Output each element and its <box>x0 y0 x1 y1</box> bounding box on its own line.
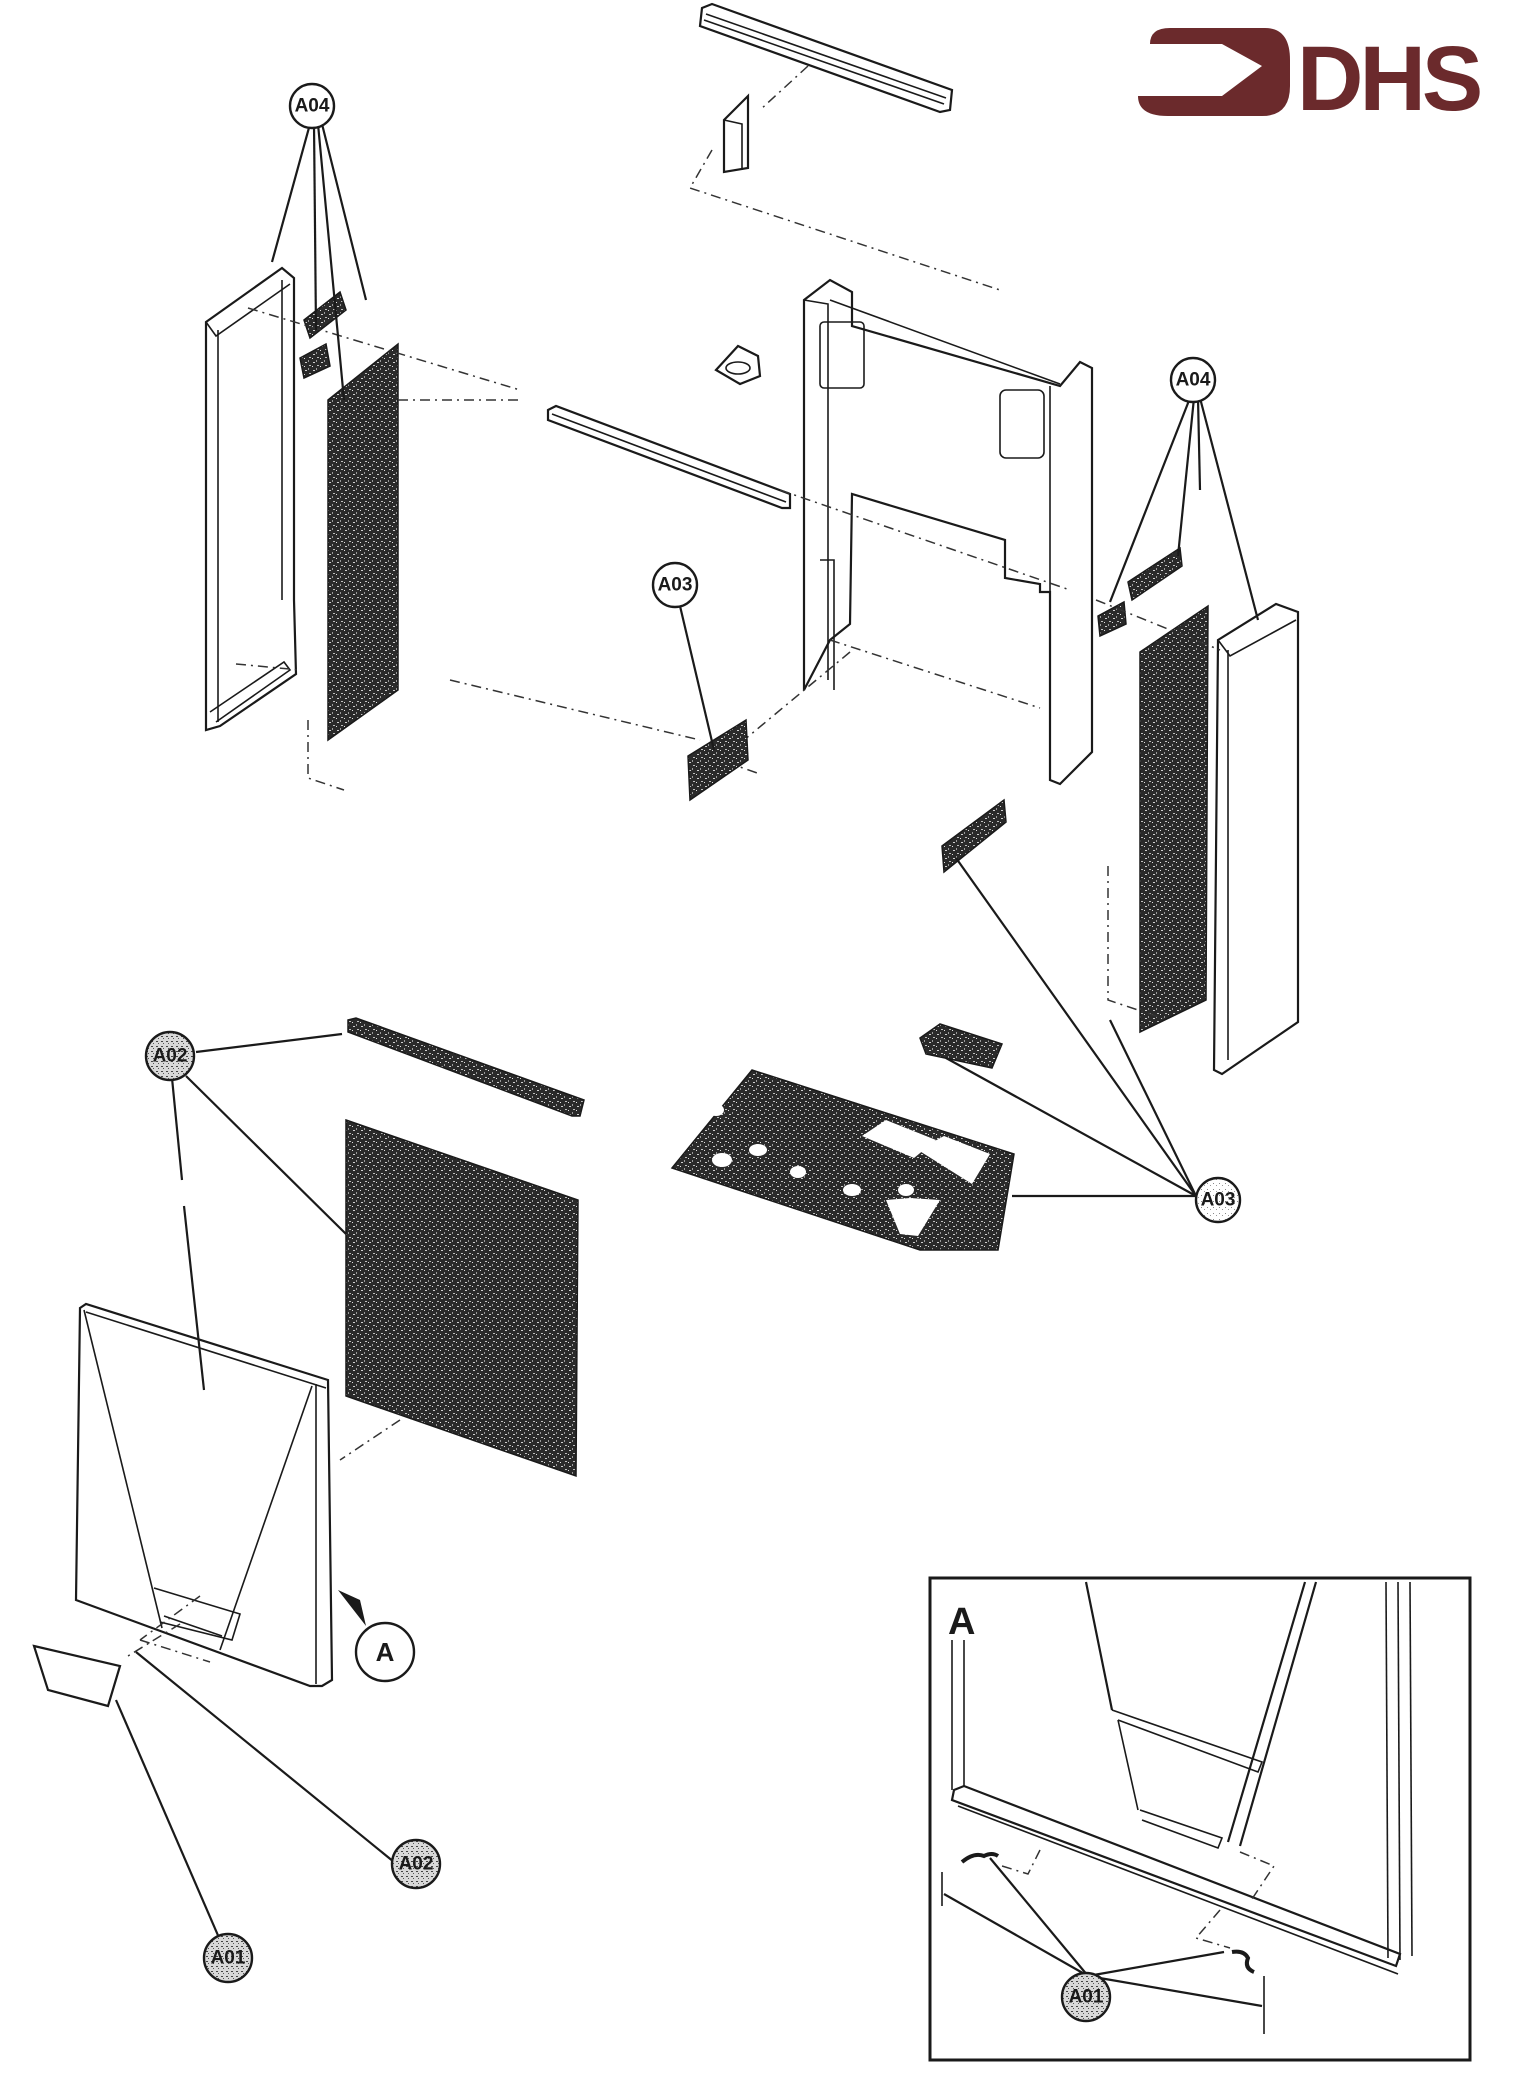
left-side-panel <box>204 266 298 732</box>
callout-a02-lower: A02 <box>390 1838 442 1890</box>
a02-top-foam-strip <box>347 1017 585 1117</box>
a03-right-foam-strip <box>941 798 1007 874</box>
top-rail-part <box>698 2 954 114</box>
svg-text:A01: A01 <box>1069 1987 1104 2008</box>
dhs-logo: DHS <box>1138 28 1484 130</box>
callout-a03-lower: A03 <box>1194 1176 1242 1224</box>
callout-a04-right: A04 <box>1169 356 1217 404</box>
detail-a-inset-label: A <box>948 1601 975 1643</box>
small-clip-part <box>714 344 762 386</box>
callout-a02-upper: A02 <box>144 1030 196 1082</box>
detail-a-inset: A <box>928 1576 1472 2062</box>
svg-text:A04: A04 <box>295 96 330 117</box>
a01-spring-clip-right <box>1231 1949 1255 1974</box>
left-foam-panel <box>327 342 399 742</box>
callout-a04-left: A04 <box>288 82 336 130</box>
a03-small-foam-pad <box>919 1023 1004 1069</box>
callout-a01-detail: A01 <box>1060 1971 1112 2023</box>
a01-spring-clip-left <box>960 1852 1000 1864</box>
back-panel <box>802 278 1094 786</box>
a02-front-foam-panel <box>345 1118 579 1478</box>
logo-text: DHS <box>1297 28 1480 130</box>
svg-text:A03: A03 <box>1201 1190 1236 1211</box>
detail-a-pointer: A <box>338 1590 416 1683</box>
right-side-panel <box>1212 602 1300 1076</box>
a03-left-foam-strip <box>687 718 749 802</box>
a03-base-foam-plate <box>670 1069 1015 1251</box>
logo-arrow-icon <box>1138 28 1290 116</box>
center-crossbar-part <box>546 404 792 510</box>
leader-lines <box>114 123 1263 2008</box>
svg-text:A03: A03 <box>658 575 693 596</box>
svg-text:A02: A02 <box>399 1854 434 1875</box>
svg-text:A02: A02 <box>153 1046 188 1067</box>
svg-text:A04: A04 <box>1176 370 1211 391</box>
small-bracket-part <box>722 93 750 174</box>
svg-text:A01: A01 <box>211 1948 246 1969</box>
right-foam-panel <box>1139 604 1209 1034</box>
right-foam-blocks <box>1097 546 1183 638</box>
front-panel <box>74 1302 334 1688</box>
callout-a03-upper: A03 <box>651 561 699 609</box>
a01-end-cap-part <box>32 1644 122 1708</box>
detail-a-pointer-label: A <box>376 1637 395 1667</box>
callout-a01-main: A01 <box>202 1932 254 1984</box>
